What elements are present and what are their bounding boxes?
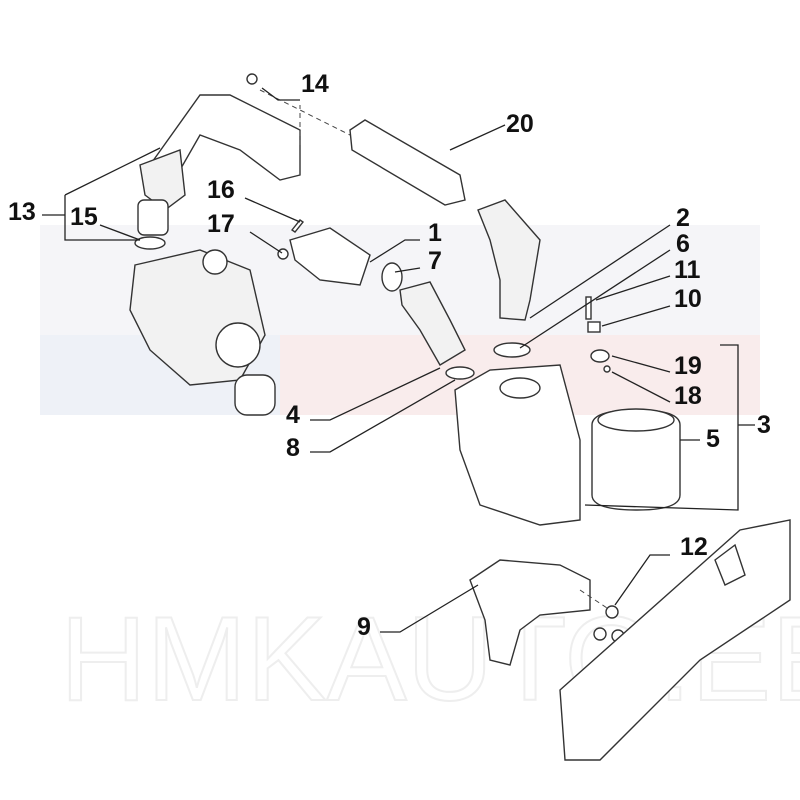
bracket-9 xyxy=(469,559,591,666)
callout-8: 8 xyxy=(286,434,300,462)
bolt-11 xyxy=(585,296,592,320)
callout-1: 1 xyxy=(428,219,442,247)
callout-14: 14 xyxy=(301,70,329,98)
callout-4: 4 xyxy=(286,401,300,429)
callout-6: 6 xyxy=(676,230,690,258)
callout-7: 7 xyxy=(428,247,442,275)
callout-18: 18 xyxy=(674,382,702,410)
callout-12: 12 xyxy=(680,533,708,561)
grommet-19 xyxy=(590,349,610,363)
callout-20: 20 xyxy=(506,110,534,138)
callout-10: 10 xyxy=(674,285,702,313)
washer-18 xyxy=(603,365,611,373)
intake-hose-2 xyxy=(477,199,541,321)
chassis-frame xyxy=(559,519,791,761)
air-filter-housing-3 xyxy=(454,364,581,526)
air-duct-20 xyxy=(349,119,466,206)
clamp-6 xyxy=(493,342,531,358)
screw-17 xyxy=(277,248,289,260)
intake-hose-4 xyxy=(399,281,466,366)
callout-2: 2 xyxy=(676,204,690,232)
callout-11: 11 xyxy=(674,256,701,284)
turbo-outlet-pipe-13 xyxy=(137,94,301,236)
callout-17: 17 xyxy=(207,210,235,238)
throttle-elbow-1 xyxy=(289,227,371,286)
callout-19: 19 xyxy=(674,352,702,380)
bolt-14 xyxy=(246,73,258,85)
seal-ring-7 xyxy=(381,262,403,292)
seal-ring-15 xyxy=(134,236,166,250)
turbocharger xyxy=(129,249,276,416)
seal-ring-8 xyxy=(445,366,475,380)
callout-16: 16 xyxy=(207,176,235,204)
air-filter-element-5 xyxy=(591,408,681,511)
nut-10 xyxy=(587,321,601,333)
clip-16 xyxy=(290,219,305,233)
callout-3: 3 xyxy=(757,411,771,439)
callout-13: 13 xyxy=(8,198,36,226)
callout-5: 5 xyxy=(706,425,720,453)
callout-9: 9 xyxy=(357,613,371,641)
leader-lines xyxy=(42,87,755,633)
callout-15: 15 xyxy=(70,203,98,231)
